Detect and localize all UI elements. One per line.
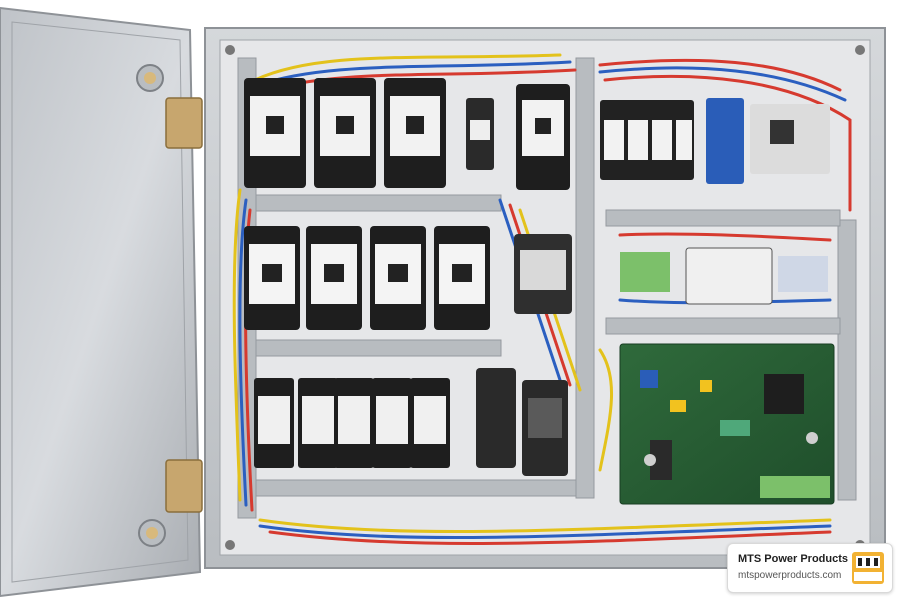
relay-top-center [466, 84, 570, 190]
control-module-center [514, 234, 572, 314]
hinge-top [165, 97, 203, 149]
enclosure-door [0, 6, 203, 598]
contactor-row-middle [244, 226, 490, 330]
brand-logo-icon [852, 552, 884, 584]
power-supply-modules [476, 368, 568, 476]
pcb-board [619, 343, 835, 505]
terminal-row-right [620, 247, 828, 305]
breaker-bank-top-right [600, 98, 830, 184]
brand-name: MTS Power Products [738, 553, 849, 565]
brand-url: mtspowerproducts.com [738, 570, 842, 581]
contactor-row-top [244, 78, 446, 188]
ssr-row-bottom [254, 378, 450, 468]
hinge-bottom [165, 459, 203, 513]
blue-relay [706, 98, 744, 184]
brand-watermark: MTS Power Products mtspowerproducts.com [727, 543, 893, 593]
